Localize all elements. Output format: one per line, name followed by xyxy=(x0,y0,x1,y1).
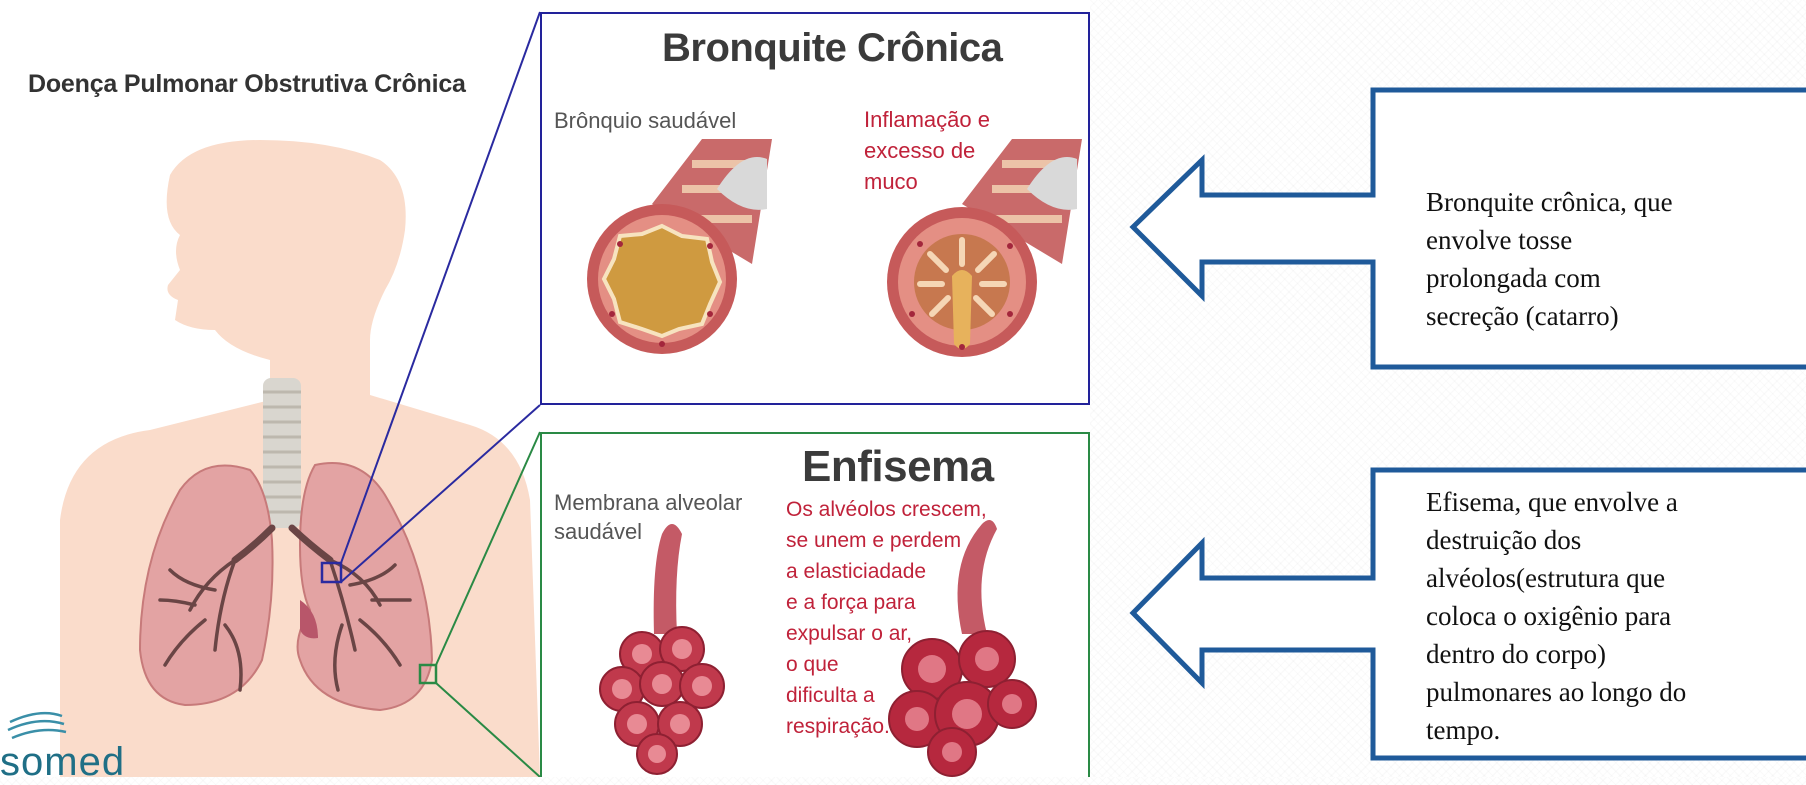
callout-bronquite-text: Bronquite crônica, que envolve tosse pro… xyxy=(1426,183,1673,335)
healthy-alveoli-icon xyxy=(600,524,724,774)
enfisema-panel: Enfisema Membrana alveolar saudável Os a… xyxy=(540,432,1090,777)
brand-logo-icon xyxy=(8,713,66,738)
main-title: Doença Pulmonar Obstrutiva Crônica xyxy=(28,70,466,99)
damaged-alveoli-icon xyxy=(889,520,1036,776)
bronquite-panel: Bronquite Crônica Brônquio saudável Infl… xyxy=(540,12,1090,405)
alveoli-illustrations xyxy=(542,434,1092,779)
callout-enfisema-text: Efisema, que envolve a destruição dos al… xyxy=(1426,483,1686,749)
trachea-illustration xyxy=(263,378,301,528)
bronchus-cross-sections xyxy=(542,14,1092,407)
inflamed-bronchus-icon xyxy=(887,139,1082,357)
brand-name: somed xyxy=(0,740,125,785)
healthy-bronchus-icon xyxy=(587,139,772,354)
